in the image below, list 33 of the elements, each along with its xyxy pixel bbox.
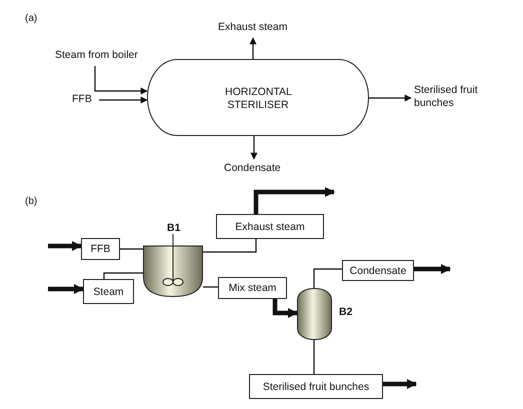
arrow bbox=[250, 136, 258, 160]
unit-label: B2 bbox=[339, 306, 352, 318]
unit-label: B1 bbox=[167, 222, 180, 234]
arrow bbox=[369, 94, 412, 102]
arrow bbox=[99, 96, 148, 104]
stream-label: Steam from boiler bbox=[55, 49, 145, 63]
pipe-line bbox=[313, 268, 342, 288]
pipe-line bbox=[103, 272, 143, 279]
stream-box: Condensate bbox=[342, 260, 414, 281]
arrow bbox=[250, 37, 256, 59]
vessel-title: HORIZONTAL STERILISER bbox=[225, 86, 291, 112]
pipe-line bbox=[203, 286, 218, 288]
pipe-line bbox=[120, 248, 143, 250]
arrow bbox=[383, 379, 417, 389]
arrow bbox=[48, 284, 84, 294]
stream-box: Sterilised fruit bunches bbox=[249, 374, 383, 399]
arrow bbox=[272, 299, 298, 318]
stream-label: Exhaust steam bbox=[218, 21, 293, 35]
stream-box: Steam bbox=[83, 279, 134, 304]
stream-label: Condensate bbox=[224, 162, 286, 176]
stream-box: Exhaust steam bbox=[216, 214, 324, 239]
stream-box: Mix steam bbox=[218, 277, 287, 299]
pipe-line bbox=[203, 239, 257, 253]
arrow bbox=[48, 241, 82, 251]
stream-box: FFB bbox=[81, 238, 120, 260]
arrow bbox=[254, 187, 335, 214]
stream-label: Sterilised fruit bunches bbox=[414, 84, 494, 112]
arrow bbox=[414, 264, 451, 274]
pipe-line bbox=[313, 340, 315, 374]
panel-label: (b) bbox=[25, 196, 38, 207]
panel-label: (a) bbox=[25, 13, 38, 24]
arrow bbox=[94, 66, 148, 94]
stream-label: FFB bbox=[72, 93, 96, 107]
